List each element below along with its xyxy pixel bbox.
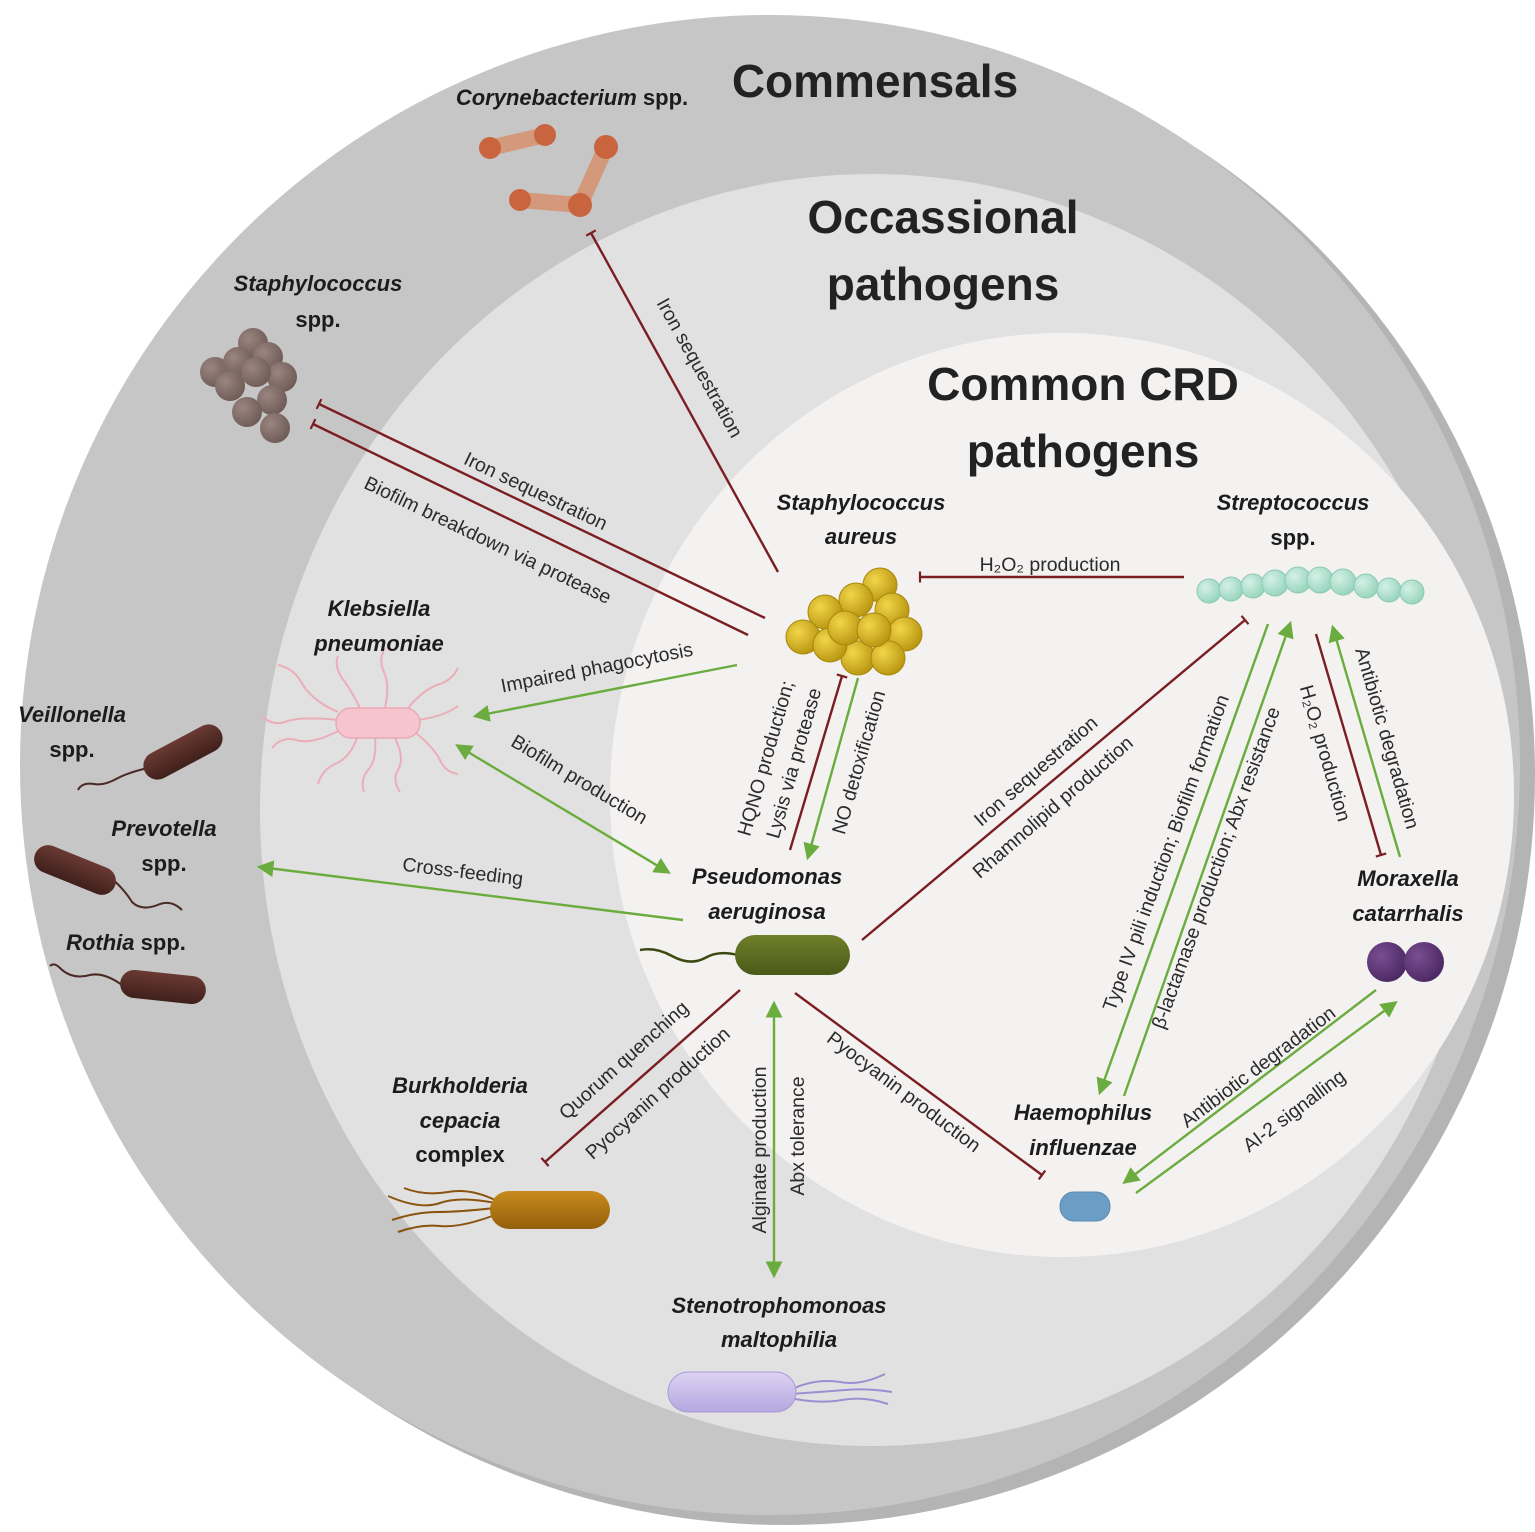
- veillonella-icon: [77, 724, 223, 791]
- org-prevotella-2: spp.: [141, 851, 186, 876]
- line-cross-feeding: [256, 860, 684, 922]
- org-p-aeruginosa-2: aeruginosa: [708, 899, 825, 924]
- zone-title-common-2: pathogens: [967, 425, 1200, 477]
- line-h2o2-mora: [1314, 633, 1387, 858]
- line-pyocyanin-burk: [540, 989, 741, 1167]
- line-beta-lact: [1122, 620, 1294, 1097]
- zone-title-common-1: Common CRD: [927, 358, 1239, 410]
- org-s-aureus-2: aureus: [825, 524, 897, 549]
- label-alginate: Alginate production: [749, 1067, 771, 1234]
- org-burkholderia-3: complex: [415, 1142, 505, 1167]
- org-p-aeruginosa-1: Pseudomonas: [692, 864, 842, 889]
- label-abx-tol: Abx tolerance: [787, 1076, 809, 1195]
- moraxella-icon: [1367, 942, 1444, 982]
- common-crd-zone: [610, 333, 1514, 1257]
- org-veillonella-2: spp.: [49, 737, 94, 762]
- org-streptococcus-1: Streptococcus: [1217, 490, 1370, 515]
- burkholderia-icon: [387, 1187, 610, 1233]
- org-moraxella-2: catarrhalis: [1352, 901, 1463, 926]
- org-haemophilus-1: Haemophilus: [1014, 1100, 1152, 1125]
- org-stenotrophomonas-1: Stenotrophomonoas: [671, 1293, 886, 1318]
- org-haemophilus-2: influenzae: [1029, 1135, 1137, 1160]
- corynebacterium-icon: [479, 124, 618, 217]
- zone-title-occasional-2: pathogens: [827, 258, 1060, 310]
- org-rothia: Rothia spp.: [66, 930, 186, 955]
- org-s-aureus-1: Staphylococcus: [777, 490, 946, 515]
- line-iron-seq-staph: [315, 398, 766, 620]
- org-streptococcus-2: spp.: [1270, 525, 1315, 550]
- streptococcus-icon: [1196, 566, 1425, 605]
- org-burkholderia-1: Burkholderia: [392, 1073, 528, 1098]
- zone-title-occasional-1: Occassional: [807, 191, 1078, 243]
- prevotella-icon: [34, 845, 183, 911]
- line-abx-degr-strep: [1328, 624, 1402, 858]
- org-stenotrophomonas-2: maltophilia: [721, 1327, 837, 1352]
- organism-labels: Corynebacterium spp. Staphylococcus spp.…: [18, 85, 1464, 1352]
- line-pyocyanin-haem: [794, 992, 1047, 1181]
- org-moraxella-1: Moraxella: [1357, 866, 1459, 891]
- org-klebsiella-2: pneumoniae: [313, 631, 444, 656]
- org-corynebacterium: Corynebacterium spp.: [456, 85, 688, 110]
- line-iron-seq-coryne: [585, 229, 780, 573]
- stenotrophomonas-icon: [667, 1371, 893, 1413]
- p-aeruginosa-icon: [639, 935, 850, 975]
- label-h2o2: H₂O₂ production: [980, 554, 1121, 576]
- interaction-lines: [256, 229, 1402, 1279]
- line-type4-pili: [1096, 623, 1270, 1096]
- rothia-icon: [49, 963, 206, 1005]
- zone-title-commensals: Commensals: [732, 55, 1018, 107]
- line-abx-degr-mora: [1122, 989, 1377, 1185]
- org-staphylococcus-2: spp.: [295, 307, 340, 332]
- org-veillonella-1: Veillonella: [18, 702, 126, 727]
- org-prevotella-1: Prevotella: [111, 816, 216, 841]
- org-staphylococcus-1: Staphylococcus: [234, 271, 403, 296]
- line-iron-seq-strep: [861, 615, 1250, 941]
- klebsiella-icon: [261, 647, 459, 793]
- haemophilus-icon: [1059, 1191, 1111, 1222]
- s-aureus-icon: [785, 567, 923, 676]
- line-no-detox: [803, 677, 860, 861]
- org-burkholderia-2: cepacia: [420, 1108, 501, 1133]
- org-klebsiella-1: Klebsiella: [328, 596, 431, 621]
- line-impaired-phago: [472, 663, 738, 722]
- staphylococcus-icon: [200, 328, 297, 443]
- line-hqno: [788, 673, 848, 851]
- line-biofilm-breakdown: [309, 418, 749, 637]
- zone-circles: [20, 15, 1535, 1525]
- line-ai2: [1135, 1001, 1398, 1194]
- line-biofilm-prod: [455, 744, 671, 874]
